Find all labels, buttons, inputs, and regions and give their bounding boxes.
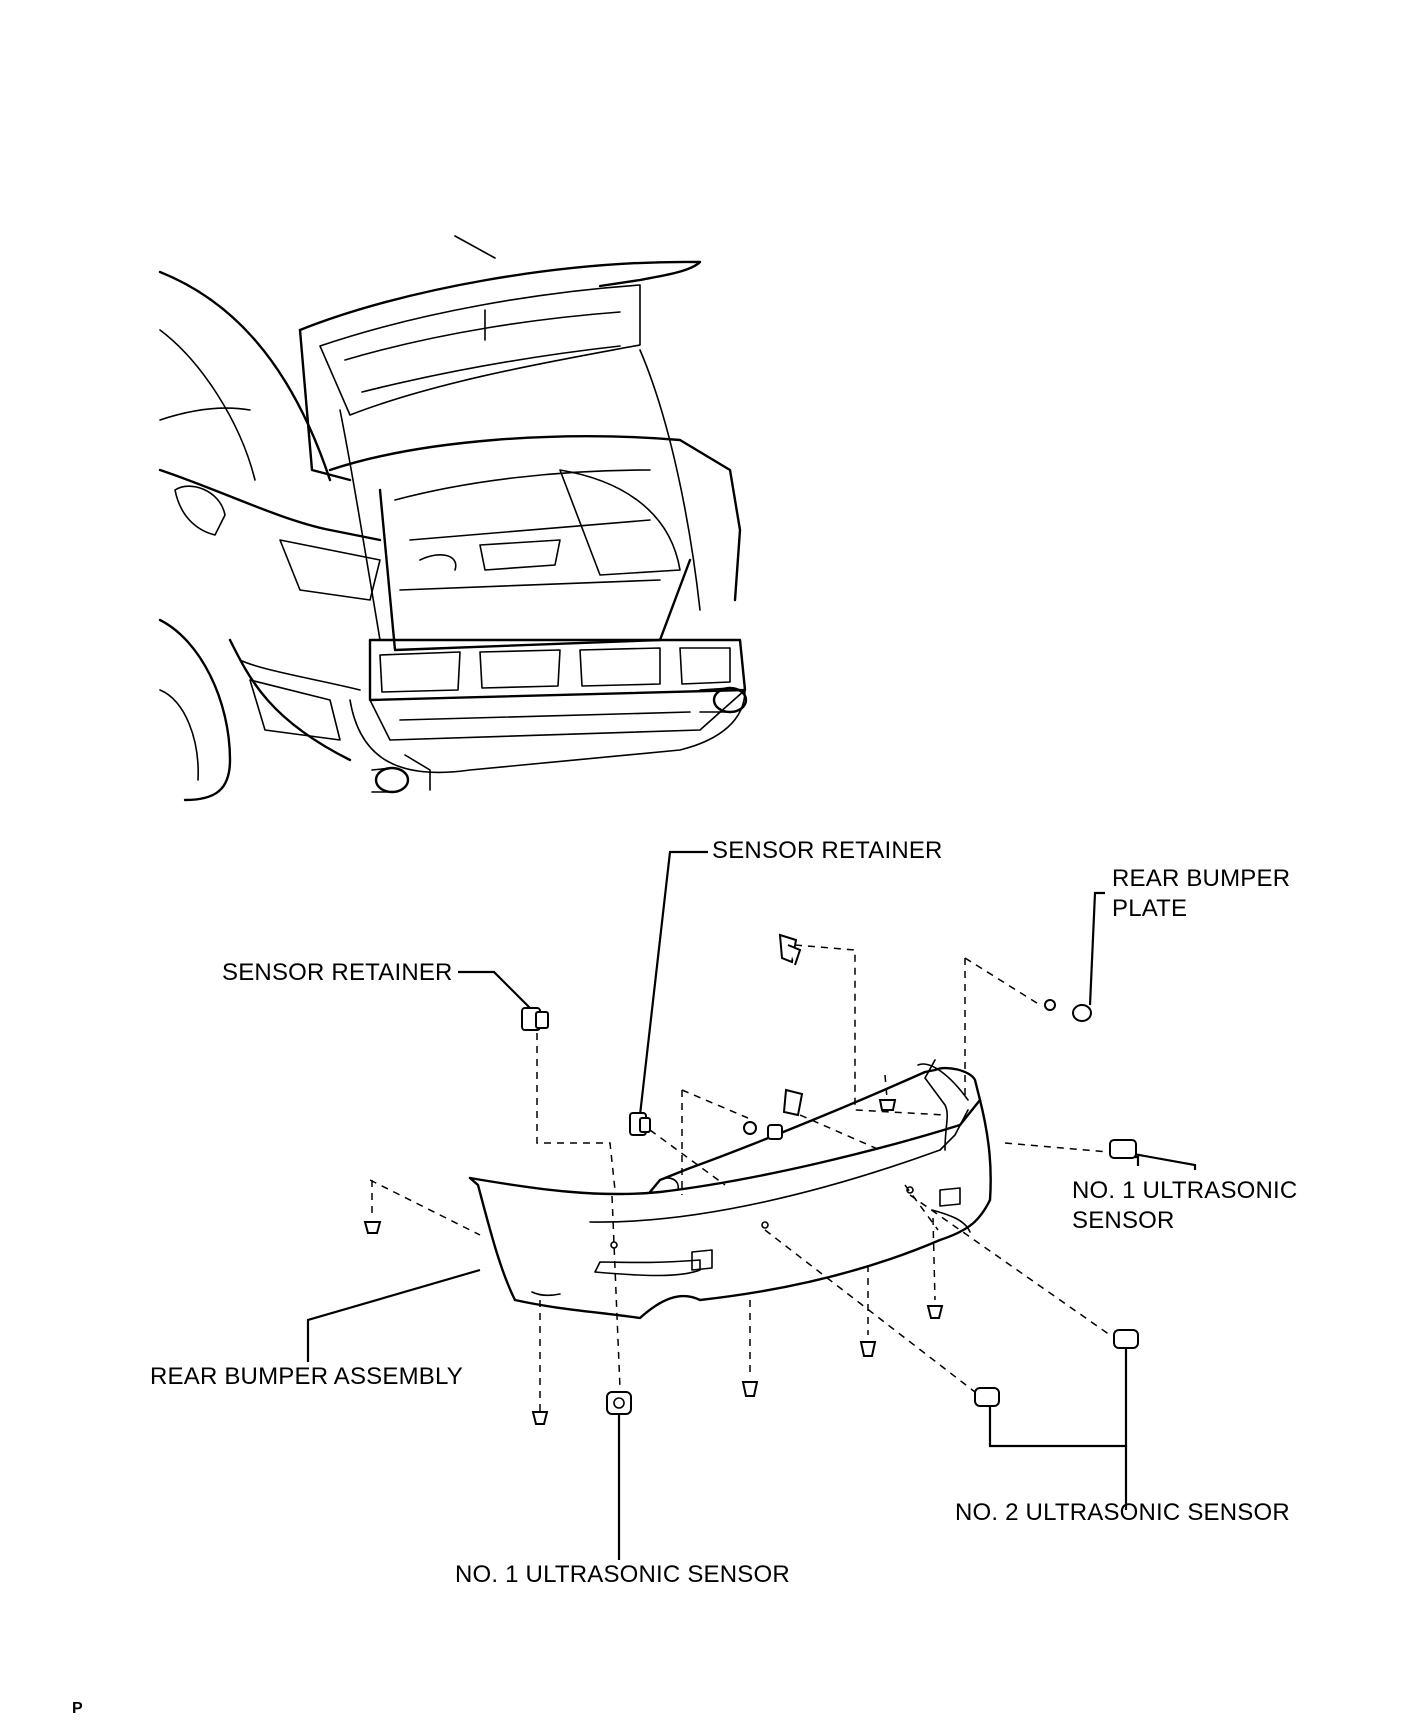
assembly-dashed-lines [369, 944, 1111, 1412]
clip-right-top-part [878, 1099, 897, 1111]
no1-sensor-bottom-part [606, 1391, 632, 1415]
leader-lines [306, 850, 1197, 1560]
label-rear-bumper-plate-line2: PLATE [1112, 895, 1188, 922]
rear-bumper-assembly [468, 1059, 992, 1320]
screws-lower [363, 1221, 944, 1425]
corner-mark: P [72, 1700, 83, 1717]
label-sensor-retainer-left: SENSOR RETAINER [222, 959, 453, 986]
rear-bumper-plate-part [1044, 999, 1092, 1022]
label-no1-sensor-bottom: NO. 1 ULTRASONIC SENSOR [455, 1561, 790, 1588]
no2-sensor-left-part [974, 1387, 1000, 1407]
label-no1-sensor-right-line2: SENSOR [1072, 1207, 1175, 1234]
sensor-retainer-top-part [629, 1112, 651, 1136]
label-sensor-retainer-top: SENSOR RETAINER [712, 837, 943, 864]
sensor-retainer-mid-part [782, 1088, 804, 1117]
clip-center-part [743, 1121, 783, 1140]
car-rear-illustration [158, 235, 748, 802]
sensor-retainer-left-part [521, 1007, 549, 1031]
label-rear-bumper-plate-line1: REAR BUMPER [1112, 865, 1291, 892]
sensor-retainer-upper-part [778, 933, 802, 966]
label-no2-sensor: NO. 2 ULTRASONIC SENSOR [955, 1499, 1290, 1526]
label-rear-bumper-assembly: REAR BUMPER ASSEMBLY [150, 1363, 463, 1390]
no1-sensor-right-part [1109, 1139, 1137, 1159]
label-no1-sensor-right-line1: NO. 1 ULTRASONIC [1072, 1177, 1298, 1204]
no2-sensor-right-part [1113, 1329, 1139, 1349]
